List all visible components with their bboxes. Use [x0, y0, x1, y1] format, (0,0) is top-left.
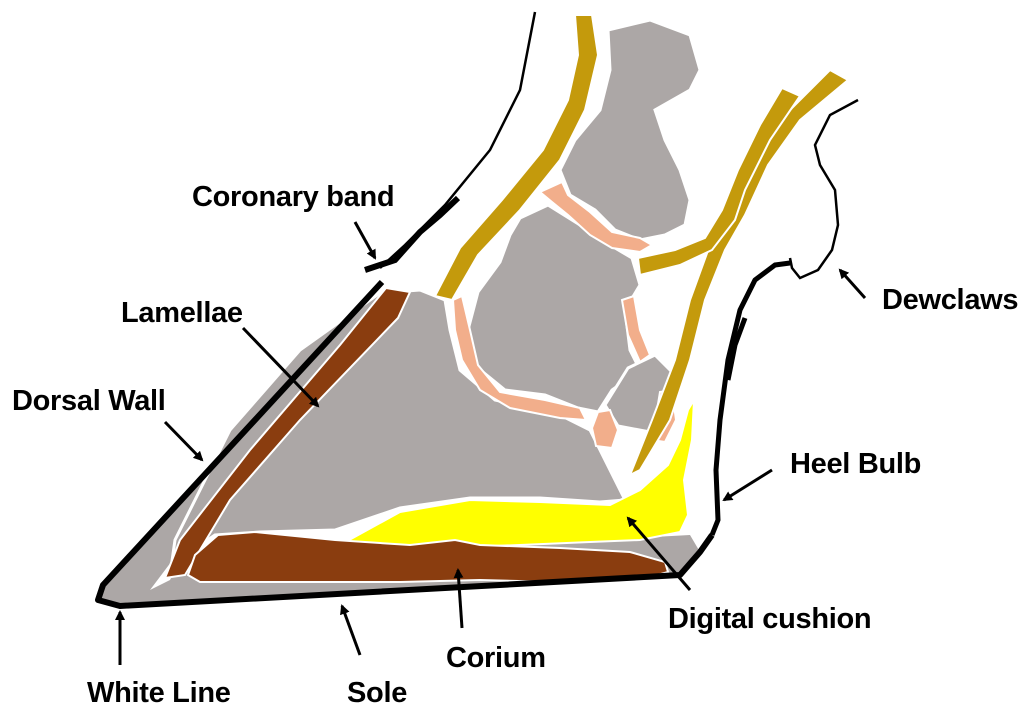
label-digital-cushion: Digital cushion: [668, 603, 871, 635]
sole-arrow: [342, 606, 360, 655]
label-dewclaws: Dewclaws: [882, 284, 1018, 316]
heel-outline: [712, 263, 790, 535]
label-lamellae: Lamellae: [121, 297, 243, 329]
label-heel-bulb: Heel Bulb: [790, 448, 921, 480]
label-corium: Corium: [446, 642, 546, 674]
dorsal-wall-arrow: [165, 422, 202, 460]
coronary-band-arrow: [355, 222, 375, 258]
heel-bulb-arrow: [724, 470, 772, 500]
label-dorsal-wall: Dorsal Wall: [12, 385, 166, 417]
dewclaws-arrow: [840, 270, 865, 298]
dewclaw-outline: [790, 100, 858, 278]
label-white-line: White Line: [87, 677, 231, 703]
label-coronary-band: Coronary band: [192, 181, 394, 213]
label-sole: Sole: [347, 677, 407, 703]
